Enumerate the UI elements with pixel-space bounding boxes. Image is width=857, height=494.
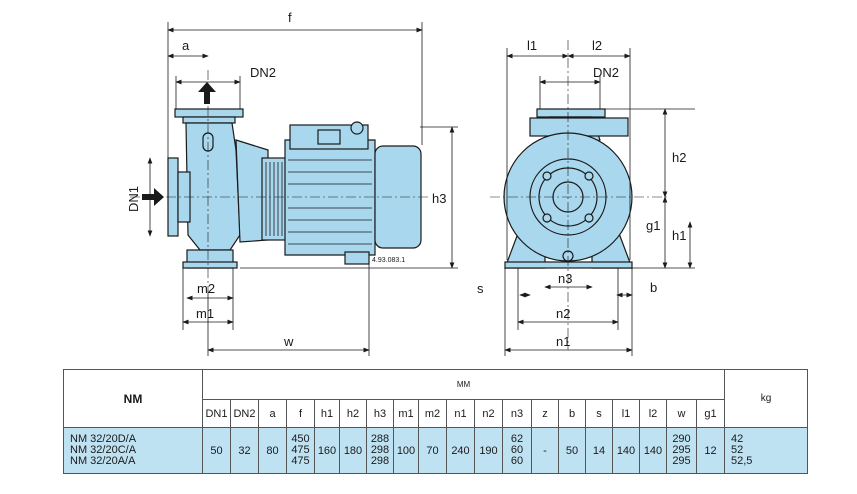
dim-dn2-front-label: DN2	[593, 65, 619, 80]
col-header: w	[666, 399, 697, 428]
col-header: h3	[366, 399, 394, 428]
col-header: a	[258, 399, 287, 428]
dim-s-label: s	[477, 281, 484, 296]
dim-h2-label: h2	[672, 150, 686, 165]
dim-g1-label: g1	[646, 218, 660, 233]
dim-m2-label: m2	[197, 281, 215, 296]
col-header: b	[558, 399, 586, 428]
col-header: g1	[696, 399, 725, 428]
dim-n2-label: n2	[556, 306, 570, 321]
model-names: NM 32/20D/A NM 32/20C/A NM 32/20A/A	[63, 427, 203, 474]
cell-n2: 190	[474, 427, 503, 474]
dim-w-label: w	[283, 334, 294, 349]
col-header: DN2	[230, 399, 259, 428]
dimension-table: NM MM kg DN1 DN2 a f h1 h2 h3 m1 m2 n1 n…	[63, 369, 808, 474]
cell-l1: 140	[612, 427, 640, 474]
cell-g1: 12	[696, 427, 725, 474]
col-header: l2	[639, 399, 667, 428]
table-row: NM 32/20D/A NM 32/20C/A NM 32/20A/A 50 3…	[63, 427, 808, 474]
side-dimensions	[147, 22, 458, 356]
unit-kg-header: kg	[724, 369, 808, 428]
dim-h3-label: h3	[432, 191, 446, 206]
dim-l1-label: l1	[527, 38, 537, 53]
col-header: m2	[418, 399, 447, 428]
dim-l2-label: l2	[592, 38, 602, 53]
col-header: l1	[612, 399, 640, 428]
cell-s: 14	[585, 427, 613, 474]
cell-l2: 140	[639, 427, 667, 474]
front-centerlines	[490, 40, 668, 350]
cell-m2: 70	[418, 427, 447, 474]
dim-dn1-label: DN1	[126, 186, 141, 212]
drawing-code: 4.93.083.1	[372, 257, 405, 264]
col-header: n1	[446, 399, 475, 428]
dim-m1-label: m1	[196, 306, 214, 321]
dim-a-label: a	[182, 38, 190, 53]
side-centerlines	[130, 70, 430, 290]
col-header: n2	[474, 399, 503, 428]
cell-b: 50	[558, 427, 586, 474]
front-dimensions	[504, 48, 695, 356]
col-header: z	[531, 399, 559, 428]
dim-n1-label: n1	[556, 334, 570, 349]
col-header: n3	[502, 399, 532, 428]
col-header: m1	[393, 399, 419, 428]
dim-b-label: b	[650, 280, 657, 295]
pump-dimension-drawing: f a DN2 DN1 h3 m2 m1 w 4.93.083.1	[126, 10, 695, 356]
cell-h1: 160	[314, 427, 340, 474]
cell-m1: 100	[393, 427, 419, 474]
col-header: f	[286, 399, 315, 428]
cell-n1: 240	[446, 427, 475, 474]
dim-h1-label: h1	[672, 228, 686, 243]
model-header: NM	[63, 369, 203, 428]
col-header: h1	[314, 399, 340, 428]
cell-a: 80	[258, 427, 287, 474]
dim-f-label: f	[288, 10, 292, 25]
col-header: s	[585, 399, 613, 428]
cell-z: -	[531, 427, 559, 474]
cell-dn1: 50	[202, 427, 231, 474]
col-header: DN1	[202, 399, 231, 428]
cell-dn2: 32	[230, 427, 259, 474]
col-header: h2	[339, 399, 367, 428]
cell-h2: 180	[339, 427, 367, 474]
dim-n3-label: n3	[558, 271, 572, 286]
side-view	[142, 82, 422, 269]
unit-mm-header: MM	[202, 369, 725, 400]
dim-dn2-label: DN2	[250, 65, 276, 80]
